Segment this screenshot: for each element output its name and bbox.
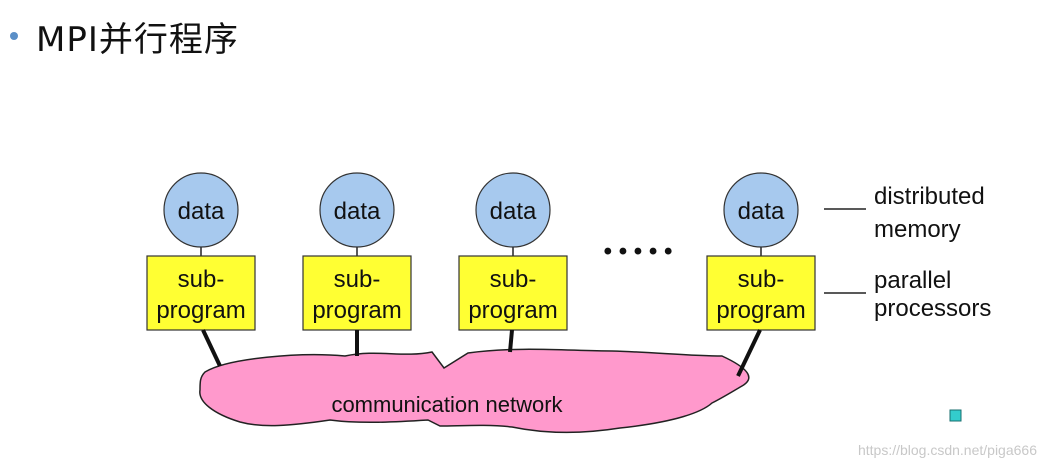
node-2-program-line2: program: [312, 297, 401, 324]
node-3-program-box: [458, 255, 568, 331]
node-3-network-link: [508, 329, 514, 353]
ellipsis-dots: • • • • •: [604, 238, 673, 265]
node-4-data-label: data: [738, 198, 785, 225]
node-1-network-link: [201, 329, 222, 367]
memory-legend-line2: memory: [874, 216, 961, 243]
node-1-program-line2: program: [156, 297, 245, 324]
title-row: MPI并行程序: [10, 12, 239, 60]
square-marker-icon: [949, 409, 962, 422]
node-2-data-circle: [319, 172, 395, 248]
memory-legend-line1: distributed: [874, 183, 985, 210]
network-label: communication network: [331, 392, 563, 417]
node-4-data-circle: [723, 172, 799, 248]
processors-legend-line1: parallel: [874, 267, 951, 294]
node-4-network-link: [736, 329, 762, 377]
node-1-program-box: [146, 255, 256, 331]
node-4-program-line2: program: [716, 297, 805, 324]
watermark: https://blog.csdn.net/piga666: [857, 442, 1037, 458]
node-3-data-label: data: [490, 198, 537, 225]
node-3-program-line2: program: [468, 297, 557, 324]
node-2-program-line1: sub-: [334, 266, 381, 293]
node-2-program-box: [302, 255, 412, 331]
communication-network-cloud: [199, 348, 750, 434]
node-1-data-circle: [163, 172, 239, 248]
bullet-icon: [10, 32, 18, 40]
node-2-data-label: data: [334, 198, 381, 225]
node-1-program-line1: sub-: [178, 266, 225, 293]
page-title: MPI并行程序: [36, 19, 239, 60]
node-3-program-line1: sub-: [490, 266, 537, 293]
node-3-data-circle: [475, 172, 551, 248]
node-4-program-line1: sub-: [738, 266, 785, 293]
node-1-data-label: data: [178, 198, 225, 225]
processors-legend-line2: processors: [874, 295, 991, 322]
node-4-program-box: [706, 255, 816, 331]
